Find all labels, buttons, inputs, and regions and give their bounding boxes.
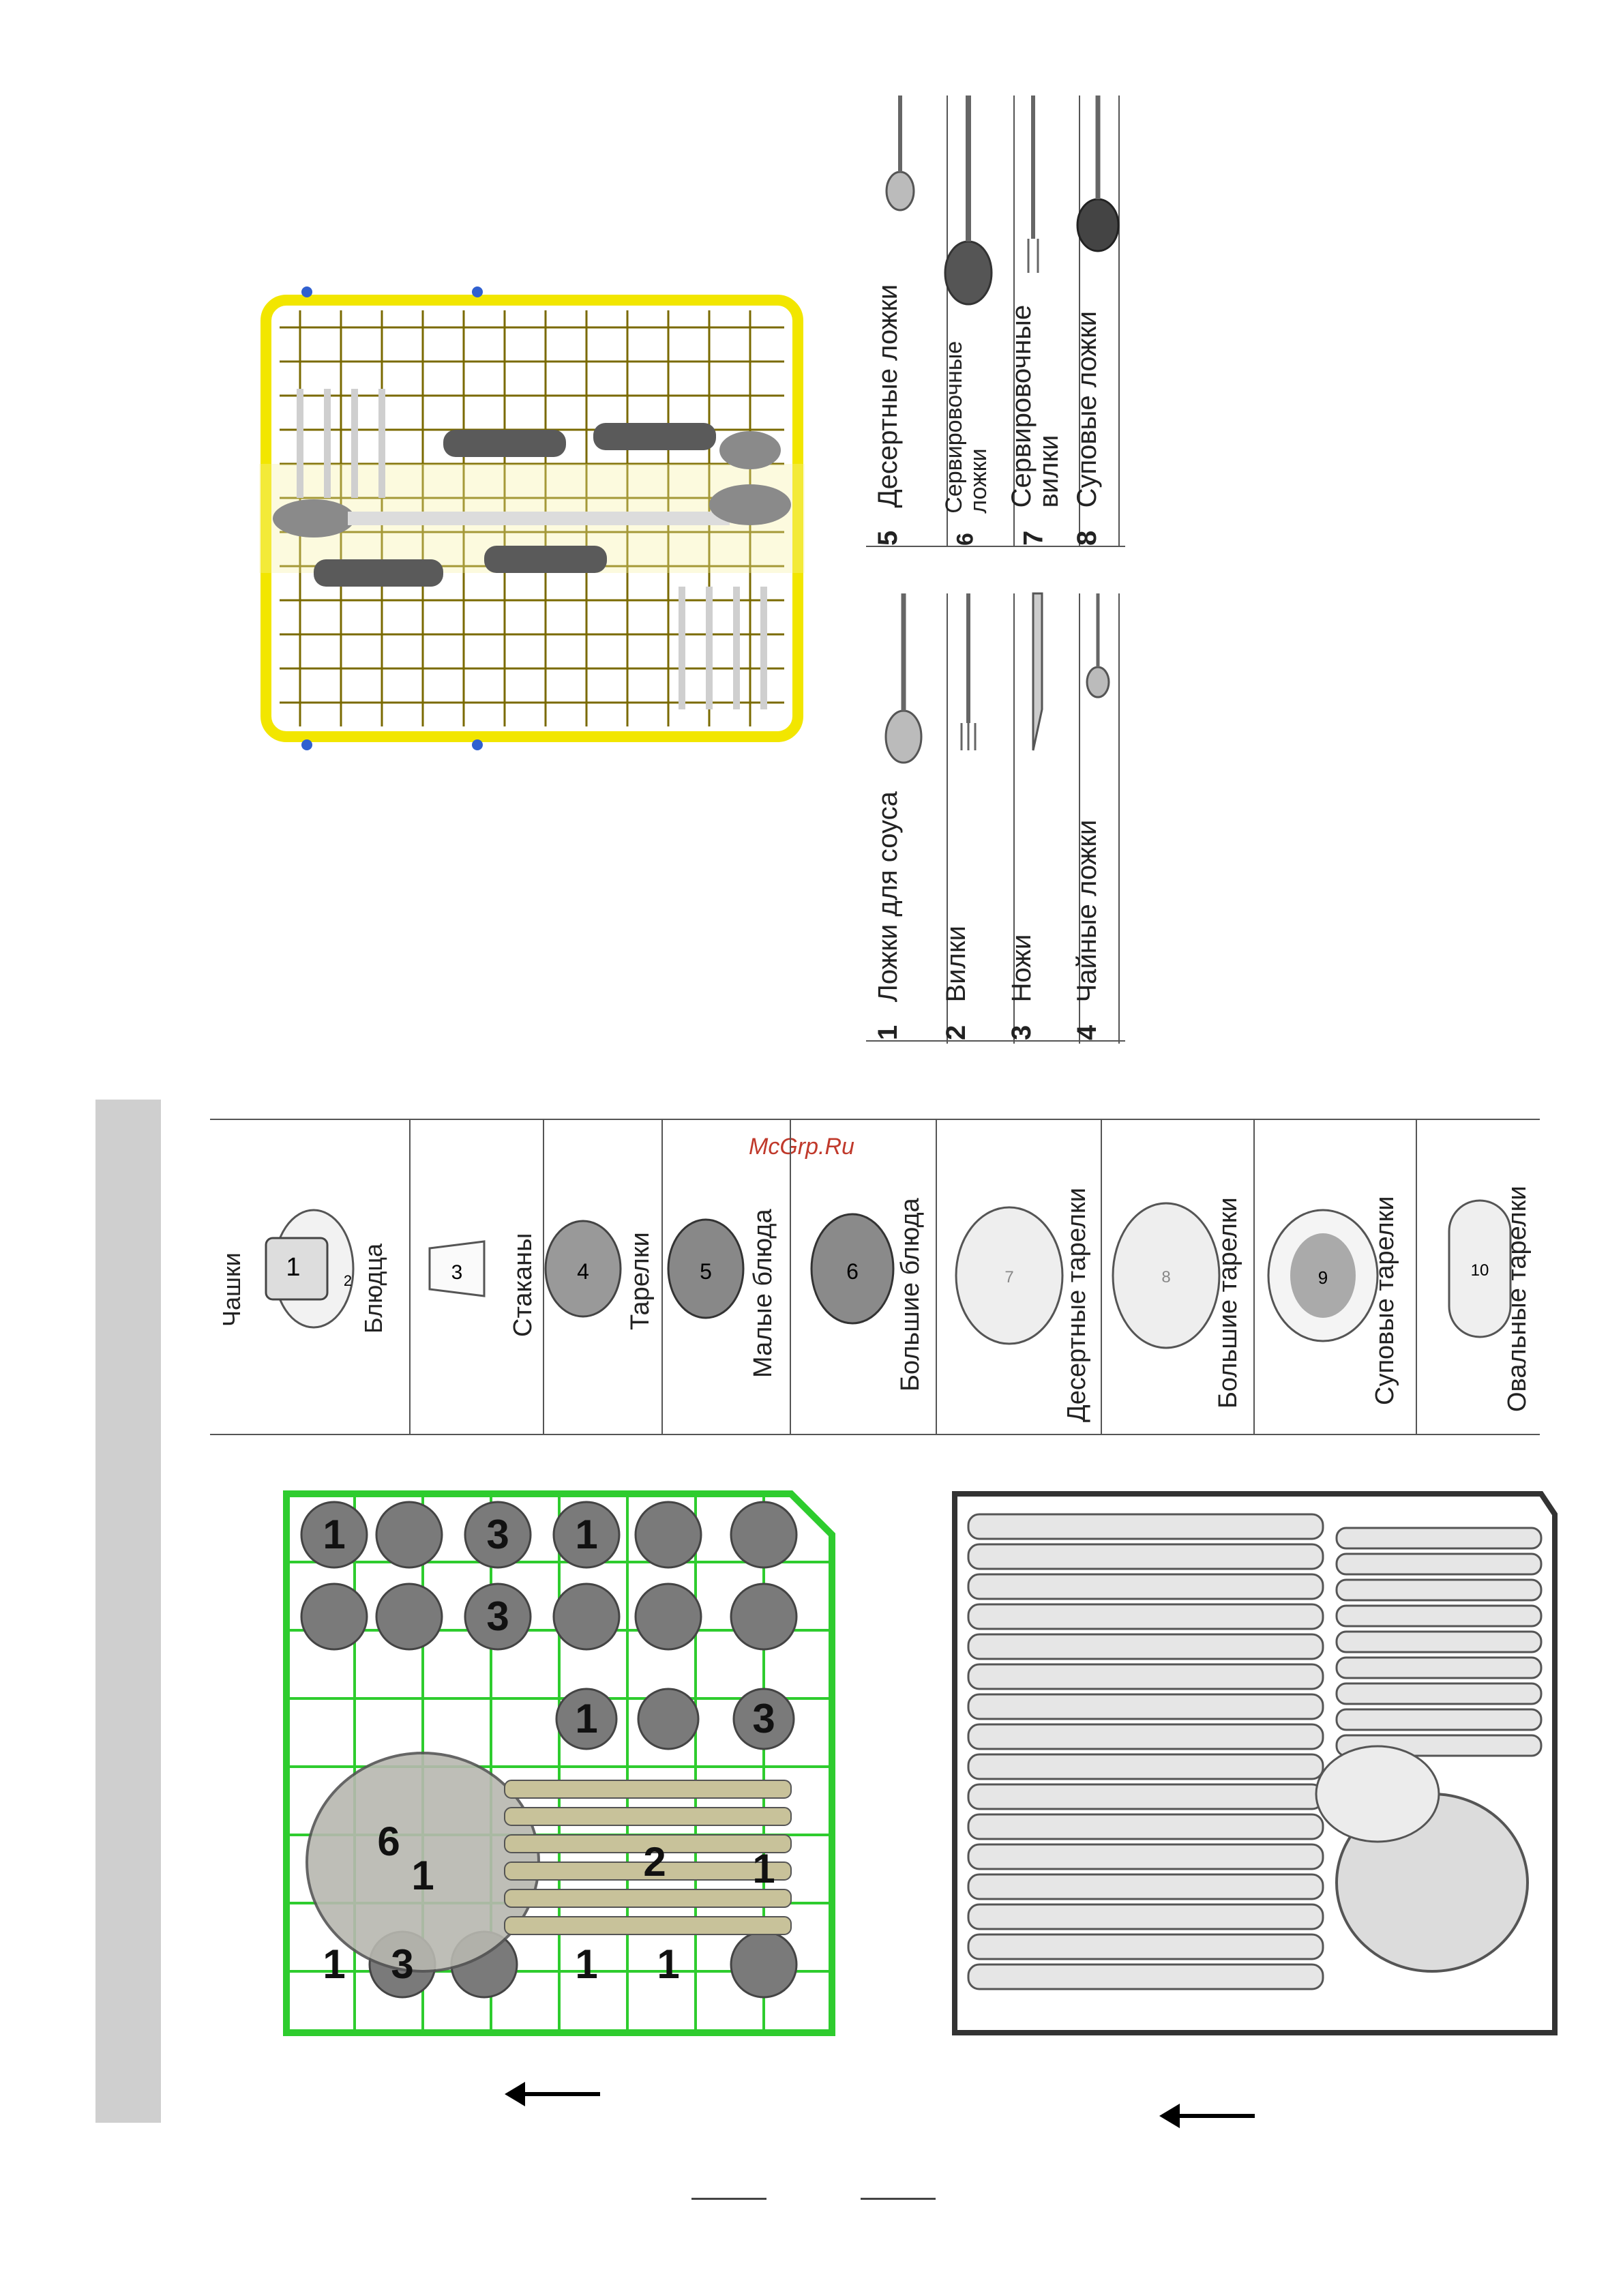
svg-text:1: 1 [575, 1696, 597, 1741]
legend-item-forks: 2 Вилки [941, 926, 971, 1040]
svg-text:9: 9 [1318, 1267, 1328, 1288]
oval-plate-icon: 10 [1448, 1199, 1512, 1338]
svg-text:1: 1 [323, 1512, 345, 1557]
dessert-spoon-icon [885, 95, 915, 211]
svg-text:1: 1 [286, 1253, 300, 1282]
cup-and-saucer-icon: 1 2 [265, 1209, 355, 1329]
label-cups: Чашки [218, 1252, 245, 1327]
dish-legend-divider [1416, 1119, 1417, 1435]
svg-text:8: 8 [1161, 1268, 1170, 1286]
svg-text:3: 3 [486, 1512, 509, 1557]
large-bowl-icon: 6 [810, 1213, 895, 1325]
legend-item-sauce-spoons: 1 Ложки для соуса [873, 791, 903, 1040]
cutlery-icons-column-2 [885, 95, 1120, 306]
legend-divider [1118, 95, 1120, 546]
svg-text:1: 1 [657, 1941, 679, 1987]
svg-text:1: 1 [752, 1846, 775, 1892]
legend-item-dessert-spoons: 5 Десертные ложки [873, 284, 903, 546]
legend-divider [947, 95, 948, 546]
dish-legend-divider [936, 1119, 937, 1435]
legend-divider [1118, 593, 1120, 1044]
dish-legend-divider [790, 1119, 791, 1435]
lower-basket-illustration [952, 1491, 1558, 2035]
legend-divider [1013, 95, 1015, 546]
glass-icon: 3 [428, 1240, 486, 1297]
soup-plate-icon: 9 [1267, 1209, 1379, 1342]
svg-text:3: 3 [391, 1941, 413, 1987]
legend-item-soup-spoons: 8 Суповые ложки [1072, 311, 1102, 546]
page-mark [691, 2198, 766, 2200]
svg-text:4: 4 [577, 1259, 589, 1284]
dish-icons: 1 2 3 4 5 6 7 8 9 10 [265, 1199, 1512, 1349]
legend-item-serving-forks: 7 Сервировочные вилки [1007, 304, 1064, 546]
side-band [95, 1100, 161, 2123]
legend-divider [1079, 95, 1080, 546]
sauce-spoon-icon [884, 593, 923, 764]
svg-text:1: 1 [575, 1941, 597, 1987]
serving-spoon-icon [944, 95, 993, 306]
legend-divider [1079, 593, 1080, 1044]
dish-legend-divider [409, 1119, 411, 1435]
svg-text:1: 1 [575, 1512, 597, 1557]
legend-bottom-rule-1 [866, 1040, 1125, 1042]
dish-legend-divider [543, 1119, 544, 1435]
legend-item-knives: 3 Ножи [1007, 934, 1037, 1040]
svg-text:6: 6 [846, 1259, 859, 1284]
small-bowl-icon: 5 [667, 1218, 745, 1319]
cutlery-tray-illustration [259, 286, 805, 750]
svg-text:10: 10 [1471, 1261, 1489, 1280]
svg-text:1: 1 [411, 1853, 434, 1898]
plate-bowl-icon: 4 [544, 1220, 622, 1318]
fork-icon [960, 593, 977, 750]
legend-bottom-rule-2 [866, 546, 1125, 547]
svg-text:3: 3 [451, 1261, 463, 1284]
upper-basket-illustration: 1 3 1 3 1 3 1 2 6 1 3 1 1 1 [283, 1490, 835, 2036]
svg-text:2: 2 [643, 1839, 666, 1885]
dish-legend-divider [1101, 1119, 1102, 1435]
svg-text:7: 7 [1004, 1268, 1013, 1286]
knife-icon [1032, 592, 1043, 751]
svg-text:3: 3 [486, 1593, 509, 1639]
serving-fork-icon [1027, 95, 1039, 273]
dish-legend-divider [661, 1119, 663, 1435]
legend-divider [1013, 593, 1015, 1044]
page-mark [861, 2198, 936, 2200]
legend-item-serving-spoons: 6 Сервировочные ложки [941, 340, 992, 546]
arrow-left-icon [1159, 2104, 1255, 2128]
large-plate-icon: 8 [1112, 1202, 1221, 1349]
svg-text:1: 1 [323, 1941, 345, 1987]
dish-legend-divider [1253, 1119, 1255, 1435]
cutlery-icons-column-1 [884, 592, 1110, 764]
dish-legend-top-rule [210, 1119, 1540, 1120]
legend-item-tea-spoons: 4 Чайные ложки [1072, 819, 1102, 1040]
arrow-left-icon [505, 2082, 600, 2106]
watermark: McGrp.Ru [749, 1134, 854, 1160]
svg-text:6: 6 [377, 1819, 400, 1864]
dessert-plate-icon: 7 [955, 1206, 1064, 1345]
svg-text:2: 2 [344, 1272, 352, 1289]
soup-spoon-icon [1076, 95, 1120, 252]
tea-spoon-icon [1086, 593, 1110, 698]
svg-text:5: 5 [700, 1259, 712, 1284]
dish-legend-bottom-rule [210, 1434, 1540, 1435]
svg-text:3: 3 [752, 1696, 775, 1741]
legend-divider [947, 593, 948, 1044]
